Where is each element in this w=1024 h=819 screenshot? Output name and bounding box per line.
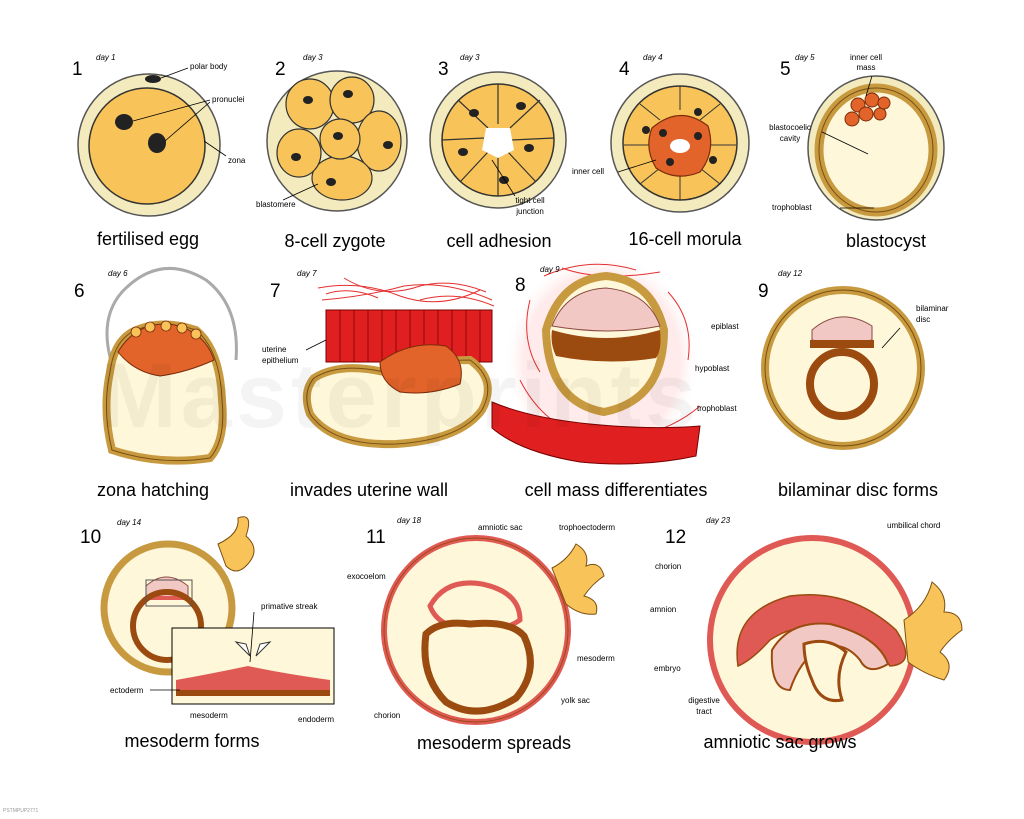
stage-3-label-tight-cell: tight cell: [515, 196, 545, 205]
stage-10-label-endoderm: endoderm: [298, 715, 335, 724]
stage-5-label-blastocoelic: blastocoelic: [769, 123, 811, 132]
stage-4-illustration: [610, 73, 750, 213]
stage-10-caption: mesoderm forms: [124, 731, 260, 751]
stage-12-day: day 23: [706, 516, 731, 525]
stage-6-day: day 6: [108, 269, 128, 278]
stage-11-number: 11: [366, 527, 386, 548]
stage-4-number: 4: [619, 59, 630, 80]
stage-1-caption: fertilised egg: [96, 229, 200, 249]
stage-11-label-exocoelom: exocoelom: [347, 572, 386, 581]
stage-8-day: day 9: [540, 265, 560, 274]
stage-10-label-ectoderm: ectoderm: [110, 686, 144, 695]
stage-8-label-epiblast: epiblast: [711, 322, 739, 331]
stage-1-label-polar-body: polar body: [190, 62, 228, 71]
stage-8-caption: cell mass differentiates: [524, 480, 708, 500]
stage-1-day: day 1: [96, 53, 116, 62]
stage-5-illustration: [807, 75, 945, 221]
stage-10-day: day 14: [117, 518, 142, 527]
stage-4-day: day 4: [643, 53, 663, 62]
stage-12-label-embryo: embryo: [654, 664, 681, 673]
stage-10-label-primative-streak: primative streak: [261, 602, 318, 611]
stage-6-illustration: [102, 267, 238, 465]
stage-5-label-cavity: cavity: [779, 134, 801, 143]
stage-11-day: day 18: [397, 516, 422, 525]
stage-9-label-disc: disc: [916, 315, 931, 324]
stage-11-label-trophoectoderm: trophoectoderm: [559, 523, 616, 532]
stage-8-label-trophoblast: trophoblast: [697, 404, 737, 413]
stage-11-label-amniotic-sac: amniotic sac: [478, 523, 523, 532]
stage-12-label-tract: tract: [696, 707, 712, 716]
stage-11-illustration: [381, 535, 605, 725]
stage-12-label-umbilical-chord: umbilical chord: [887, 521, 941, 530]
stage-5-label-trophoblast: trophoblast: [772, 203, 812, 212]
stage-5-label-mass: mass: [856, 63, 876, 72]
stage-9-label-bilaminar: bilaminar: [916, 304, 949, 313]
stage-5-day: day 5: [795, 53, 815, 62]
stage-5-number: 5: [780, 59, 791, 80]
stage-9-day: day 12: [778, 269, 803, 278]
stage-3-caption: cell adhesion: [446, 231, 552, 251]
stage-2-day: day 3: [303, 53, 323, 62]
stage-1-label-pronuclei: pronuclei: [212, 95, 245, 104]
stage-2-caption: 8-cell zygote: [284, 231, 386, 251]
stage-12-caption: amniotic sac grows: [703, 732, 857, 752]
stage-7-caption: invades uterine wall: [289, 480, 449, 500]
stage-9-caption: bilaminar disc forms: [777, 480, 939, 500]
stage-10-label-mesoderm: mesoderm: [190, 711, 228, 720]
stage-7-number: 7: [270, 281, 281, 302]
stage-11-label-mesoderm: mesoderm: [577, 654, 615, 663]
stage-5-label-inner-cell: inner cell: [849, 53, 883, 62]
stage-8-label-hypoblast: hypoblast: [695, 364, 730, 373]
stage-10-illustration: [100, 516, 335, 705]
stage-4-caption: 16-cell morula: [628, 229, 742, 249]
stage-7-label-epithelium: epithelium: [262, 356, 299, 365]
stage-9-illustration: [761, 286, 925, 450]
reference-code: PSTMPUP2771: [3, 808, 39, 814]
stage-2-label-blastomere: blastomere: [256, 200, 296, 209]
stage-12-label-digestive: digestive: [688, 696, 720, 705]
stage-3-day: day 3: [460, 53, 480, 62]
stage-9-number: 9: [758, 281, 769, 302]
stage-8-number: 8: [515, 275, 526, 296]
stage-6-caption: zona hatching: [96, 480, 210, 500]
stage-12-illustration: [707, 535, 963, 745]
stage-8-illustration: [491, 252, 701, 468]
stage-4-label-inner-cell: inner cell: [572, 167, 605, 176]
stage-5-caption: blastocyst: [845, 231, 927, 251]
stage-3-label-junction: junction: [516, 207, 544, 216]
watermark: Masterprints: [100, 350, 700, 442]
stage-11-label-chorion: chorion: [374, 711, 401, 720]
stage-11-caption: mesoderm spreads: [416, 733, 572, 753]
stage-12-number: 12: [665, 527, 687, 548]
stage-7-day: day 7: [297, 269, 317, 278]
stage-3-number: 3: [438, 59, 449, 80]
stage-10-number: 10: [80, 527, 102, 548]
stage-2-number: 2: [275, 59, 286, 80]
stage-1-label-zona: zona: [228, 156, 246, 165]
stage-1-number: 1: [72, 59, 83, 80]
stage-2-illustration: [266, 70, 408, 212]
stage-12-label-chorion: chorion: [655, 562, 682, 571]
stage-6-number: 6: [74, 281, 85, 302]
stage-12-label-amnion: amnion: [650, 605, 677, 614]
stage-7-illustration: [302, 277, 495, 449]
stage-7-label-uterine: uterine: [262, 345, 287, 354]
stage-3-illustration: [429, 71, 567, 209]
stage-1-illustration: [77, 67, 227, 217]
stage-11-label-yolk-sac: yolk sac: [561, 696, 590, 705]
